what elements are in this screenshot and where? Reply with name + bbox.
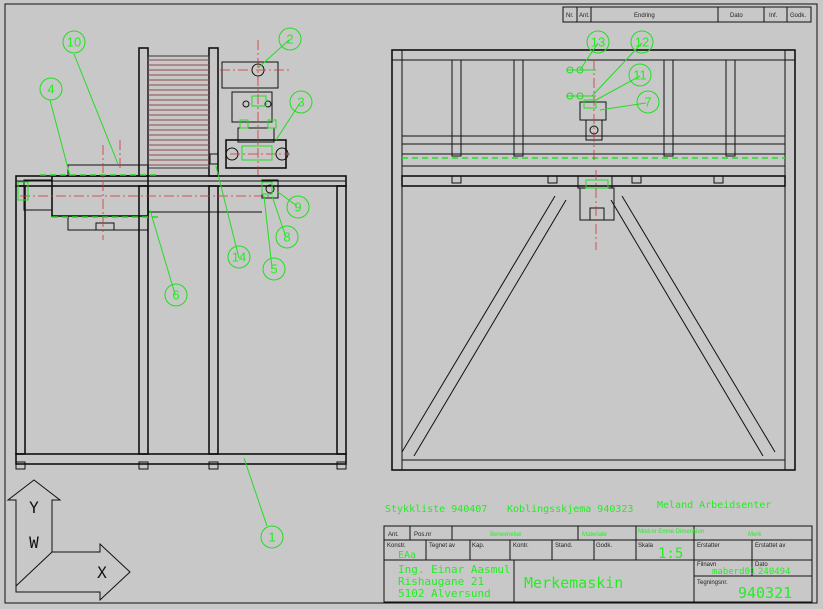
note-company: Meland Arbeidsenter: [657, 500, 771, 511]
rev-header-godk: Godk.: [790, 13, 806, 19]
rev-header-inf: Inf.: [769, 13, 778, 19]
note-stykkliste: Stykkliste 940407: [385, 504, 487, 515]
balloon-1: 1: [260, 525, 284, 549]
svg-text:11: 11: [633, 68, 647, 83]
svg-text:7: 7: [644, 95, 651, 110]
tb-ant: Ant.: [388, 532, 399, 538]
tb-skala-label: Skala: [638, 543, 654, 549]
balloon-11: 11: [628, 63, 652, 87]
rev-header-dato: Dato: [730, 13, 743, 19]
callouts: 1 2 3 4 5 6 7 8 9 10 11 12 13 14: [39, 27, 660, 549]
svg-text:2: 2: [286, 32, 293, 47]
svg-text:9: 9: [294, 200, 301, 215]
balloon-5: 5: [262, 257, 286, 281]
svg-text:5: 5: [270, 262, 277, 277]
balloon-4: 4: [39, 77, 63, 101]
tb-tegningsnr-value: 940321: [738, 584, 792, 602]
tb-erstatter: Erstatter: [697, 543, 720, 549]
title-block: Ant. Pos.nr Benevnelse Materiale Mod.nr …: [383, 525, 813, 603]
note-koblingsskjema: Koblingsskjema 940323: [507, 504, 633, 515]
tb-pos-nr: Pos.nr: [414, 532, 431, 538]
tb-address-line3: 5102 Alversund: [398, 587, 491, 600]
tb-erstattet-av: Erstattet av: [755, 543, 785, 549]
balloon-7: 7: [636, 90, 660, 114]
tb-konstr-label: Konstr.: [387, 543, 406, 549]
revision-table: Nr. Ant. Endring Dato Inf. Godk.: [562, 6, 812, 23]
svg-text:4: 4: [47, 82, 54, 97]
side-view: [15, 40, 347, 470]
tb-address-line1: Ing. Einar Aasmul: [398, 563, 511, 576]
tb-konstr-value: EAa: [398, 550, 416, 561]
tb-tegnet-av: Tegnet av: [429, 543, 455, 549]
svg-text:10: 10: [67, 35, 81, 50]
ucs-icon: Y W X: [6, 479, 131, 602]
tb-address-line2: Rishaugane 21: [398, 575, 484, 588]
ucs-y-label: Y: [29, 498, 39, 517]
svg-text:1: 1: [268, 530, 275, 545]
tb-drawing-title: Merkemaskin: [524, 574, 623, 592]
balloon-8: 8: [275, 225, 299, 249]
tb-benevnelse: Benevnelse: [490, 532, 522, 538]
balloon-10: 10: [62, 30, 86, 54]
svg-text:14: 14: [232, 250, 246, 265]
tb-kontr: Kontr.: [513, 543, 529, 549]
tb-filnavn-value: maberd01: [712, 567, 755, 577]
balloon-3: 3: [289, 90, 313, 114]
tb-godk: Godk.: [596, 543, 612, 549]
ucs-w-label: W: [29, 533, 39, 552]
ucs-x-label: X: [97, 563, 107, 582]
svg-text:3: 3: [297, 95, 304, 110]
tb-skala-value: 1:5: [658, 546, 683, 562]
rev-header-nr: Nr.: [566, 13, 574, 19]
tb-dimension: Mod.nr Emne Dimension: [638, 529, 704, 535]
tb-kap: Kap.: [472, 543, 485, 549]
tb-tegningsnr-label: Tegningsnr.: [697, 580, 728, 586]
svg-text:8: 8: [283, 230, 290, 245]
rev-header-ant: Ant.: [579, 13, 590, 19]
balloon-2: 2: [278, 27, 302, 51]
tb-dato-label: Dato: [755, 562, 768, 568]
balloon-14: 14: [227, 245, 251, 269]
tb-merk: Merk: [748, 532, 762, 538]
svg-text:6: 6: [172, 288, 179, 303]
tb-dato-value: 240494: [758, 567, 791, 577]
rev-header-endring: Endring: [634, 13, 655, 19]
balloon-13: 13: [586, 30, 610, 54]
balloon-6: 6: [164, 283, 188, 307]
tb-materiale: Materiale: [582, 532, 607, 538]
svg-text:12: 12: [635, 35, 649, 50]
tb-stand: Stand.: [555, 543, 573, 549]
balloon-9: 9: [286, 195, 310, 219]
balloon-12: 12: [630, 30, 654, 54]
svg-text:13: 13: [591, 35, 605, 50]
tb-filnavn-label: Filnavn: [697, 562, 716, 568]
